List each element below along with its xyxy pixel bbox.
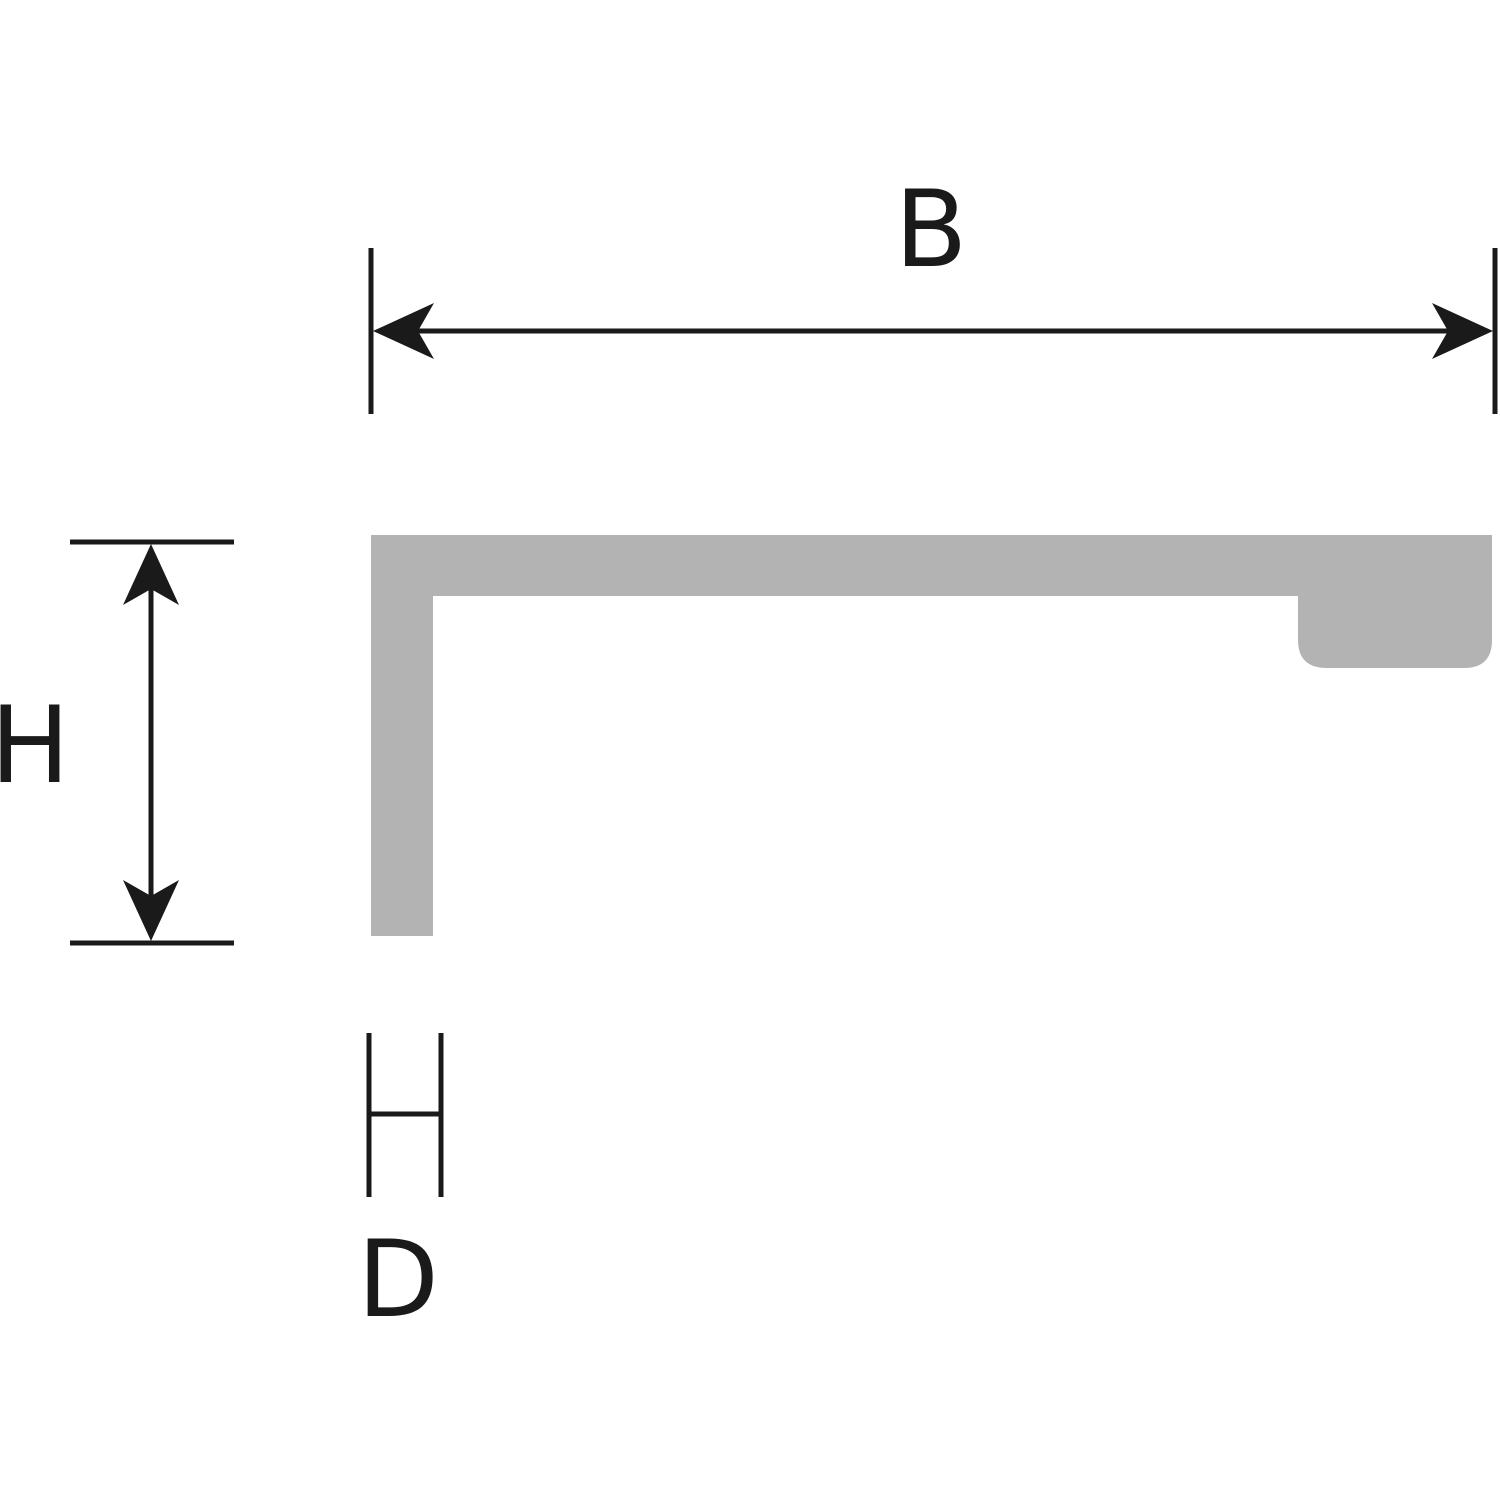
width-right-arrowhead <box>1432 303 1493 359</box>
thickness-label: D <box>357 1218 439 1341</box>
profile-cross-section <box>371 535 1492 936</box>
height-top-arrowhead <box>123 544 179 605</box>
width-label: B <box>895 168 968 291</box>
height-label: H <box>0 684 70 807</box>
height-dimension: H <box>0 539 234 946</box>
width-dimension: B <box>368 168 1498 414</box>
height-bottom-arrowhead <box>123 880 179 941</box>
thickness-dimension: D <box>357 1033 444 1341</box>
width-left-arrowhead <box>373 303 434 359</box>
